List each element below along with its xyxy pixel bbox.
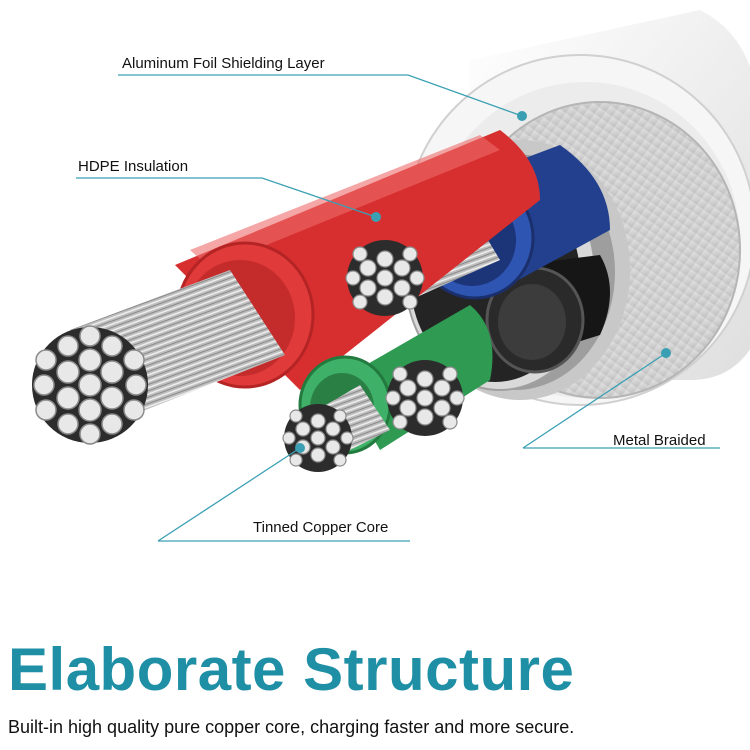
leader-lines: [76, 74, 720, 542]
leader-hdpe: [76, 177, 377, 218]
label-hdpe-insulation: HDPE Insulation: [78, 158, 189, 175]
label-aluminum-foil-shielding-layer: Aluminum Foil Shielding Layer: [122, 55, 325, 72]
leader-foil: [118, 74, 523, 117]
leader-dot-core: [295, 443, 305, 453]
label-metal-braided: Metal Braided: [613, 432, 706, 449]
leader-braid-diag: [522, 352, 667, 449]
leader-dot-foil: [517, 111, 527, 121]
label-tinned-copper-core: Tinned Copper Core: [253, 519, 389, 536]
copper-core-bundle-green: [282, 404, 354, 472]
leader-core-diag: [157, 447, 301, 542]
leader-dot-hdpe: [371, 212, 381, 222]
copper-core-bundle-black: [385, 360, 465, 436]
leader-dots: [295, 111, 671, 453]
headline: Elaborate Structure: [8, 636, 575, 703]
copper-core-bundle-blue: [345, 240, 425, 316]
copper-core-bundle-red: [32, 325, 148, 445]
tagline: Built-in high quality pure copper core, …: [8, 717, 575, 737]
cable-cross-section-illustration: [32, 10, 750, 542]
leader-dot-braid: [661, 348, 671, 358]
black-wire: [485, 255, 610, 374]
